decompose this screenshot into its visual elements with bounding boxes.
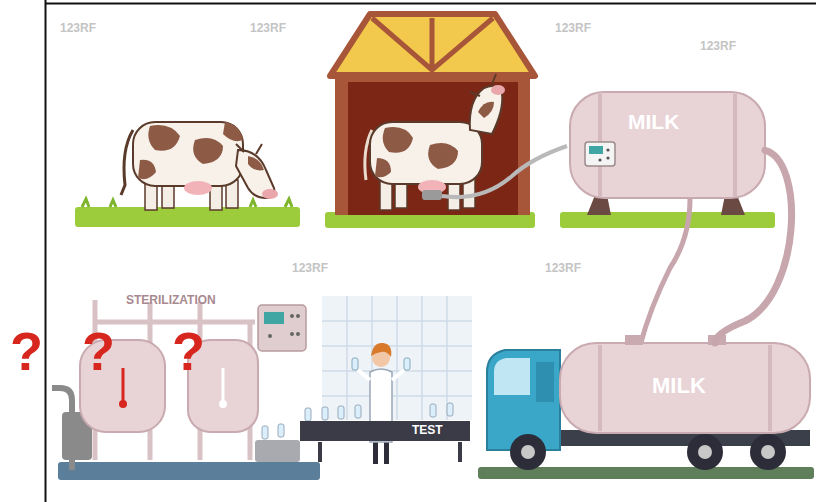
- truck-tank-node: MILK: [560, 343, 810, 433]
- watermark: 123RF: [545, 262, 581, 274]
- milk-tank: [560, 92, 775, 346]
- question-mark: ?: [172, 324, 205, 378]
- milk-truck: [478, 335, 814, 479]
- milk-hose: [715, 150, 792, 343]
- conveyor-node: TEST: [300, 421, 470, 441]
- node-text: STERILIZATION: [126, 294, 310, 308]
- tank-node: MILK: [570, 92, 765, 198]
- sterilization-unit: [52, 300, 320, 480]
- watermark: 123RF: [60, 22, 96, 34]
- watermark: 123RF: [555, 22, 591, 34]
- node-text: MILK: [628, 110, 765, 134]
- node-text: TEST: [412, 424, 470, 438]
- watermark: 123RF: [250, 22, 286, 34]
- question-mark: ?: [82, 324, 115, 378]
- question-mark: ?: [10, 324, 43, 378]
- node-text: MILK: [652, 373, 810, 398]
- watermark: 123RF: [700, 40, 736, 52]
- watermark: 123RF: [292, 262, 328, 274]
- barn: [325, 14, 567, 228]
- grazing-cow: [75, 122, 300, 227]
- test-lab: [262, 296, 472, 464]
